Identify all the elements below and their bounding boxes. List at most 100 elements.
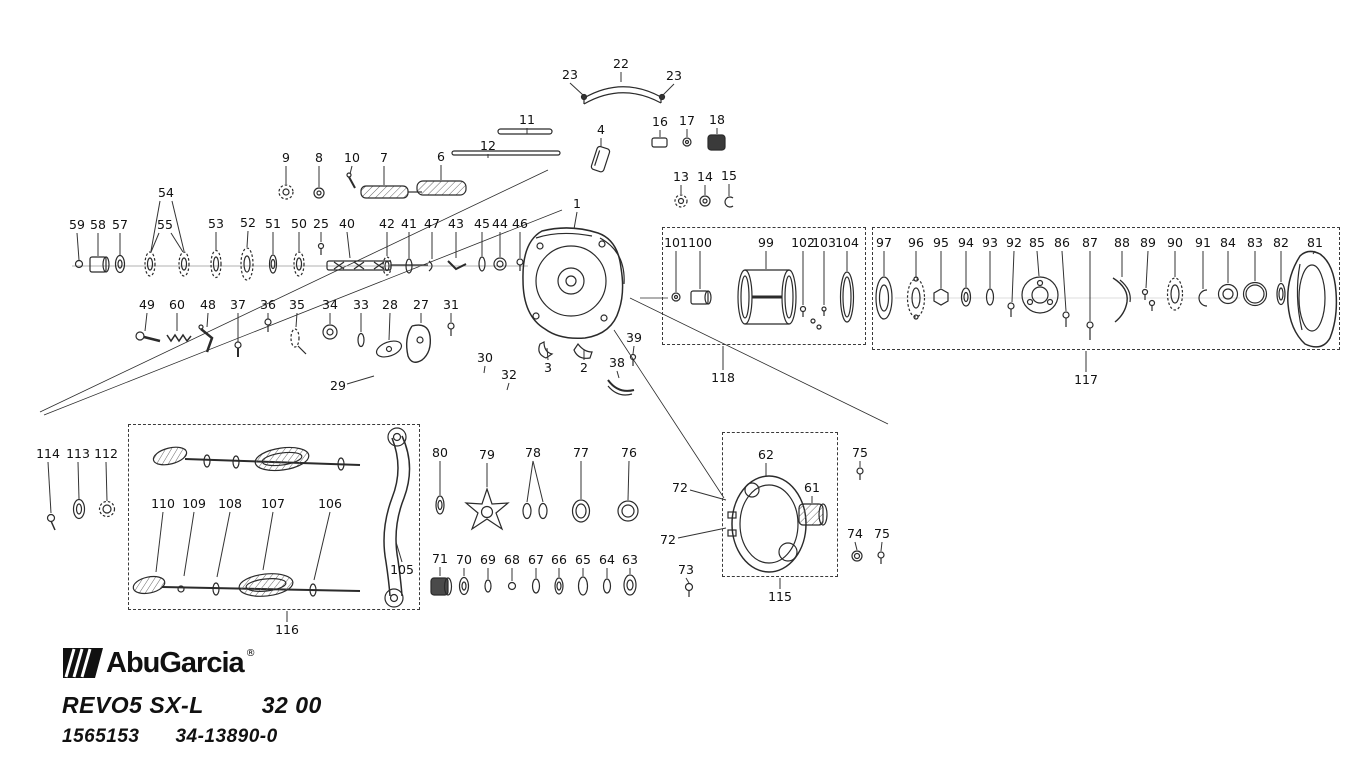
part-label-72: 72 <box>660 531 676 547</box>
part-label-67: 67 <box>528 551 544 567</box>
part-label-81: 81 <box>1307 234 1323 250</box>
part-label-97: 97 <box>876 234 892 250</box>
part-label-10: 10 <box>344 149 360 165</box>
part-label-100: 100 <box>688 234 712 250</box>
part-label-71: 71 <box>432 550 448 566</box>
part-label-108: 108 <box>218 495 242 511</box>
model-name: REVO5 SX-L <box>62 692 204 718</box>
part-label-107: 107 <box>261 495 285 511</box>
part-label-73: 73 <box>678 561 694 577</box>
part-label-62: 62 <box>758 446 774 462</box>
part-label-54: 54 <box>158 184 174 200</box>
part-label-112: 112 <box>94 445 118 461</box>
part-label-89: 89 <box>1140 234 1156 250</box>
part-label-42: 42 <box>379 215 395 231</box>
part-label-40: 40 <box>339 215 355 231</box>
part-label-46: 46 <box>512 215 528 231</box>
part-label-12: 12 <box>480 137 496 153</box>
part-label-39: 39 <box>626 329 642 345</box>
part-label-94: 94 <box>958 234 974 250</box>
part-label-4: 4 <box>597 121 605 137</box>
assembly-box-117 <box>872 227 1340 350</box>
brand-name: AbuGarcia <box>106 646 245 679</box>
part-label-14: 14 <box>697 168 713 184</box>
part-label-37: 37 <box>230 296 246 312</box>
part-label-87: 87 <box>1082 234 1098 250</box>
part-label-75: 75 <box>874 525 890 541</box>
part-label-45: 45 <box>474 215 490 231</box>
part-label-95: 95 <box>933 234 949 250</box>
part-label-2: 2 <box>580 359 588 375</box>
part-label-29: 29 <box>330 377 346 393</box>
part-label-86: 86 <box>1054 234 1070 250</box>
part-label-110: 110 <box>151 495 175 511</box>
part-label-1: 1 <box>573 195 581 211</box>
part-number-line: 1565153 34-13890-0 <box>62 726 322 748</box>
part-label-6: 6 <box>437 148 445 164</box>
part-label-80: 80 <box>432 444 448 460</box>
part-label-106: 106 <box>318 495 342 511</box>
part-label-65: 65 <box>575 551 591 567</box>
part-label-57: 57 <box>112 216 128 232</box>
part-label-48: 48 <box>200 296 216 312</box>
part-label-61: 61 <box>804 479 820 495</box>
assembly-label-118: 118 <box>711 369 735 385</box>
part-label-23: 23 <box>562 66 578 82</box>
part-label-28: 28 <box>382 296 398 312</box>
assembly-label-117: 117 <box>1074 371 1098 387</box>
abu-garcia-logo: AbuGarcia ® <box>62 645 322 681</box>
part-label-51: 51 <box>265 215 281 231</box>
part-label-44: 44 <box>492 215 508 231</box>
part-label-76: 76 <box>621 444 637 460</box>
part-label-60: 60 <box>169 296 185 312</box>
part-label-43: 43 <box>448 215 464 231</box>
part-label-9: 9 <box>282 149 290 165</box>
part-label-83: 83 <box>1247 234 1263 250</box>
part-label-58: 58 <box>90 216 106 232</box>
part-label-72: 72 <box>672 479 688 495</box>
part-label-47: 47 <box>424 215 440 231</box>
part-label-52: 52 <box>240 214 256 230</box>
part-label-34: 34 <box>322 296 338 312</box>
part-label-25: 25 <box>313 215 329 231</box>
part-label-91: 91 <box>1195 234 1211 250</box>
part-label-74: 74 <box>847 525 863 541</box>
assembly-box-118 <box>662 227 866 345</box>
part-label-18: 18 <box>709 111 725 127</box>
part-label-96: 96 <box>908 234 924 250</box>
part-label-77: 77 <box>573 444 589 460</box>
part-label-55: 55 <box>157 216 173 232</box>
assembly-box-115 <box>722 432 838 577</box>
part-label-82: 82 <box>1273 234 1289 250</box>
part-label-68: 68 <box>504 551 520 567</box>
part-label-114: 114 <box>36 445 60 461</box>
model-line: REVO5 SX-L 32 00 <box>62 692 322 719</box>
part-label-36: 36 <box>260 296 276 312</box>
part-label-69: 69 <box>480 551 496 567</box>
part-label-104: 104 <box>835 234 859 250</box>
abu-garcia-logo-flag-icon <box>63 648 103 678</box>
part-label-17: 17 <box>679 112 695 128</box>
part-label-66: 66 <box>551 551 567 567</box>
part-label-13: 13 <box>673 168 689 184</box>
model-size-code: 32 00 <box>261 692 322 718</box>
part-label-70: 70 <box>456 551 472 567</box>
part-label-101: 101 <box>664 234 688 250</box>
part-label-93: 93 <box>982 234 998 250</box>
part-label-22: 22 <box>613 55 629 71</box>
part-label-90: 90 <box>1167 234 1183 250</box>
drawing-number: 34-13890-0 <box>175 726 278 747</box>
part-label-105: 105 <box>390 561 414 577</box>
catalog-number: 1565153 <box>62 726 140 747</box>
part-label-32: 32 <box>501 366 517 382</box>
part-label-78: 78 <box>525 444 541 460</box>
part-label-92: 92 <box>1006 234 1022 250</box>
part-label-50: 50 <box>291 215 307 231</box>
part-label-16: 16 <box>652 113 668 129</box>
assembly-box-116 <box>128 424 420 610</box>
part-label-53: 53 <box>208 215 224 231</box>
part-label-85: 85 <box>1029 234 1045 250</box>
part-label-15: 15 <box>721 167 737 183</box>
part-label-102: 102 <box>791 234 815 250</box>
part-label-8: 8 <box>315 149 323 165</box>
